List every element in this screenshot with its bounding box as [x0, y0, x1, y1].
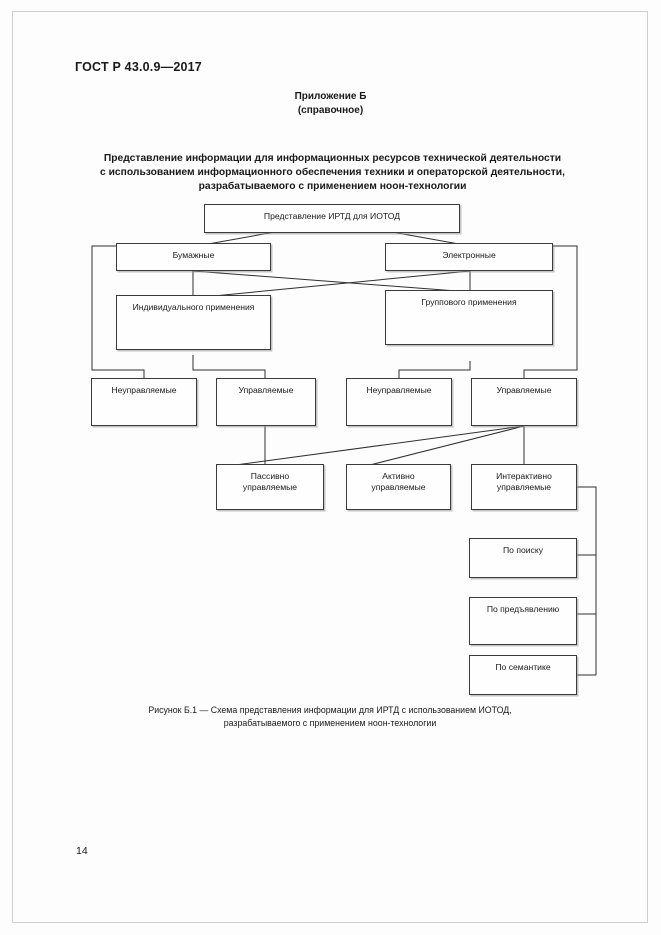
node-individual[interactable]: Индивидуального применения: [116, 295, 271, 350]
node-unmanaged-1[interactable]: Неуправляемые: [91, 378, 197, 426]
figure-caption: Рисунок Б.1 — Схема представления информ…: [100, 704, 560, 730]
node-paper-label: Бумажные: [172, 250, 215, 260]
node-active[interactable]: Активно управляемые: [346, 464, 451, 510]
node-unmanaged-2[interactable]: Неуправляемые: [346, 378, 452, 426]
node-electronic-label: Электронные: [442, 250, 496, 260]
node-interactive-label: Интерактивно управляемые: [496, 471, 552, 492]
node-root[interactable]: Представление ИРТД для ИОТОД: [204, 204, 460, 233]
node-by-semantics[interactable]: По семантике: [469, 655, 577, 695]
annex-label: Приложение Б: [294, 91, 367, 102]
node-managed-1-label: Управляемые: [238, 385, 294, 395]
node-group-label: Группового применения: [421, 297, 517, 307]
node-by-search-label: По поиску: [502, 545, 544, 555]
standard-number: ГОСТ Р 43.0.9—2017: [75, 60, 202, 74]
node-active-label: Активно управляемые: [371, 471, 426, 492]
node-by-presentation[interactable]: По предъявлению: [469, 597, 577, 645]
node-individual-label: Индивидуального применения: [132, 302, 255, 312]
node-passive-label: Пассивно управляемые: [242, 471, 298, 492]
page-title-line-2: с использованием информационного обеспеч…: [100, 167, 565, 179]
annex-kind: (справочное): [297, 105, 364, 116]
node-paper[interactable]: Бумажные: [116, 243, 271, 271]
page-title: Представление информации для информацион…: [70, 152, 595, 195]
node-group[interactable]: Группового применения: [385, 290, 553, 345]
figure-caption-line-1: Рисунок Б.1 — Схема представления информ…: [148, 705, 512, 715]
node-passive[interactable]: Пассивно управляемые: [216, 464, 324, 510]
node-by-presentation-label: По предъявлению: [486, 604, 560, 614]
node-unmanaged-2-label: Неуправляемые: [366, 385, 432, 395]
page-title-line-1: Представление информации для информацион…: [103, 153, 562, 164]
node-managed-2[interactable]: Управляемые: [471, 378, 577, 426]
figure-caption-line-2: разрабатываемого с применением ноон-техн…: [223, 718, 437, 728]
node-interactive[interactable]: Интерактивно управляемые: [471, 464, 577, 510]
node-electronic[interactable]: Электронные: [385, 243, 553, 271]
node-by-semantics-label: По семантике: [495, 662, 551, 672]
node-root-label: Представление ИРТД для ИОТОД: [263, 211, 401, 221]
annex-heading: Приложение Б (справочное): [0, 90, 661, 118]
node-by-search[interactable]: По поиску: [469, 538, 577, 578]
page-title-line-3: разрабатываемого с применением ноон-техн…: [198, 181, 467, 193]
node-unmanaged-1-label: Неуправляемые: [111, 385, 177, 395]
node-managed-2-label: Управляемые: [496, 385, 552, 395]
node-managed-1[interactable]: Управляемые: [216, 378, 316, 426]
page-number: 14: [76, 845, 88, 857]
